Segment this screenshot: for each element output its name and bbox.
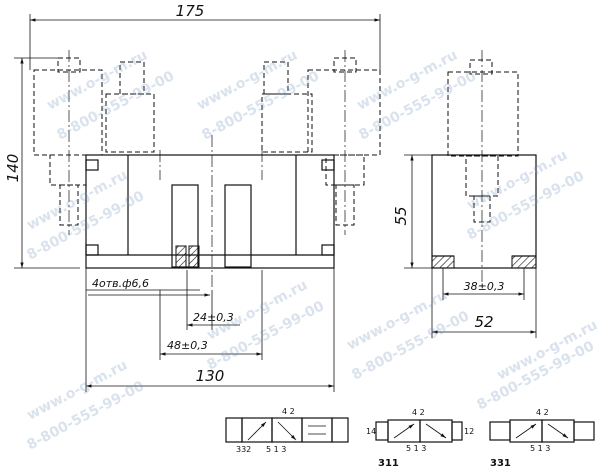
dim-holes-label: 4отв.ф6,6	[92, 277, 149, 290]
solenoid-right-inner	[261, 61, 313, 153]
schematic-311-ports-top: 4 2	[412, 408, 425, 417]
schematic-331-ports-bottom: 5 1 3	[530, 444, 550, 453]
dimension-overall-width: 175	[29, 2, 381, 70]
dim-130-label: 130	[196, 367, 225, 385]
dimension-side-pitch: 38±0,3	[442, 268, 525, 300]
schematic-331-ports-top: 4 2	[536, 408, 549, 417]
schematic-332: 4 2 5 1 3 332	[225, 407, 349, 454]
dimension-overall-height: 140	[4, 57, 80, 269]
schematic-311: 14 12 4 2 5 1 3 311	[366, 408, 474, 469]
dim-24-label: 24±0,3	[193, 311, 234, 324]
dimension-side-width: 52	[431, 268, 537, 338]
dimension-holes: 4отв.ф6,6	[86, 277, 210, 297]
side-view: 55 38±0,3 52	[392, 50, 537, 338]
schematic-332-left-code: 332	[236, 445, 251, 454]
valve-body	[85, 135, 335, 290]
dimension-base-width: 130	[85, 268, 335, 392]
dim-52-label: 52	[474, 313, 493, 331]
dim-48-label: 48±0,3	[167, 339, 208, 352]
schematic-331: 4 2 5 1 3 331	[489, 408, 595, 469]
schematic-332-ports-top: 4 2	[282, 407, 295, 416]
dimension-pitch-48: 48±0,3	[159, 270, 263, 360]
schematic-331-caption: 331	[490, 458, 511, 469]
dim-140-label: 140	[4, 154, 22, 183]
schematic-311-caption: 311	[378, 458, 399, 469]
dimension-side-height: 55	[392, 154, 432, 269]
dimension-pitch-24: 24±0,3	[186, 270, 240, 330]
solenoid-left-inner	[105, 61, 155, 153]
dim-55-label: 55	[392, 206, 410, 225]
schematic-311-right-code: 12	[464, 427, 474, 436]
mounting-slots	[171, 184, 252, 269]
dim-175-label: 175	[176, 2, 205, 20]
dim-38-label: 38±0,3	[464, 280, 505, 293]
schematic-311-left-code: 14	[366, 427, 376, 436]
schematic-311-ports-bottom: 5 1 3	[406, 444, 426, 453]
front-view: 175 140	[4, 2, 381, 392]
schematic-332-ports-bottom: 5 1 3	[266, 445, 286, 454]
